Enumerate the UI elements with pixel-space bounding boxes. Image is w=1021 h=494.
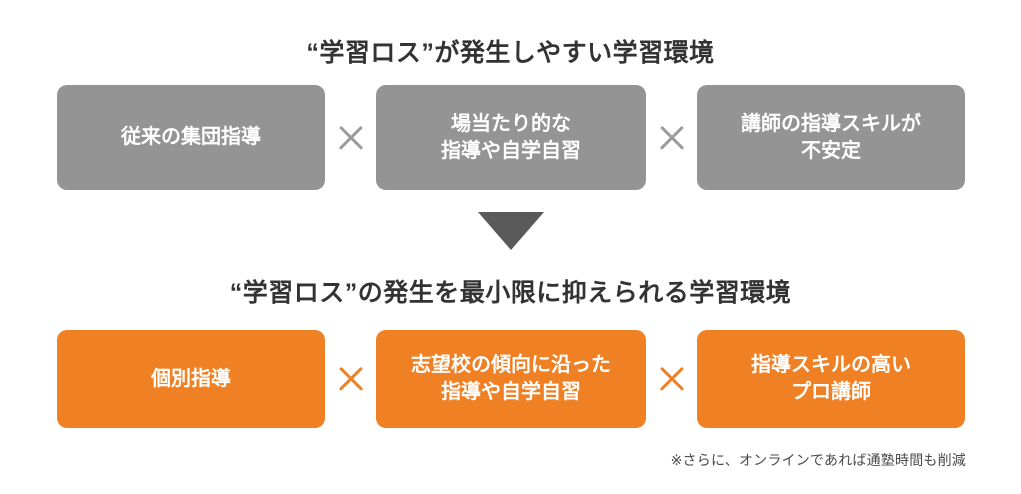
solution-card-2: 志望校の傾向に沿った 指導や自学自習 (376, 330, 646, 428)
multiply-icon-orange-2 (654, 361, 690, 397)
multiply-icon-gray-2 (654, 120, 690, 156)
solution-row: 個別指導 志望校の傾向に沿った 指導や自学自習 指導スキルの高い プロ講師 (57, 330, 965, 428)
problem-card-3-label: 講師の指導スキルが 不安定 (741, 112, 921, 162)
problem-card-2: 場当たり的な 指導や自学自習 (376, 85, 646, 190)
solution-card-1-label: 個別指導 (151, 367, 231, 390)
problem-card-2-label: 場当たり的な 指導や自学自習 (441, 112, 581, 162)
solution-heading: “学習ロス”の発生を最小限に抑えられる学習環境 (229, 279, 792, 307)
footnote-text: ※さらに、オンラインであれば通塾時間も削減 (670, 452, 966, 468)
solution-card-2-label: 志望校の傾向に沿った 指導や自学自習 (411, 354, 611, 403)
down-triangle-icon (478, 212, 544, 250)
solution-card-1: 個別指導 (57, 330, 325, 428)
solution-card-3-label: 指導スキルの高い プロ講師 (751, 354, 911, 403)
problem-card-3: 講師の指導スキルが 不安定 (697, 85, 965, 190)
problem-heading: “学習ロス”が発生しやすい学習環境 (306, 39, 715, 67)
multiply-icon-orange-1 (333, 361, 369, 397)
solution-card-3: 指導スキルの高い プロ講師 (697, 330, 965, 428)
multiply-icon-gray-1 (333, 120, 369, 156)
problem-card-1: 従来の集団指導 (57, 85, 325, 190)
problem-row: 従来の集団指導 場当たり的な 指導や自学自習 講師の指導スキルが 不安定 (57, 85, 965, 190)
problem-card-1-label: 従来の集団指導 (121, 126, 261, 148)
